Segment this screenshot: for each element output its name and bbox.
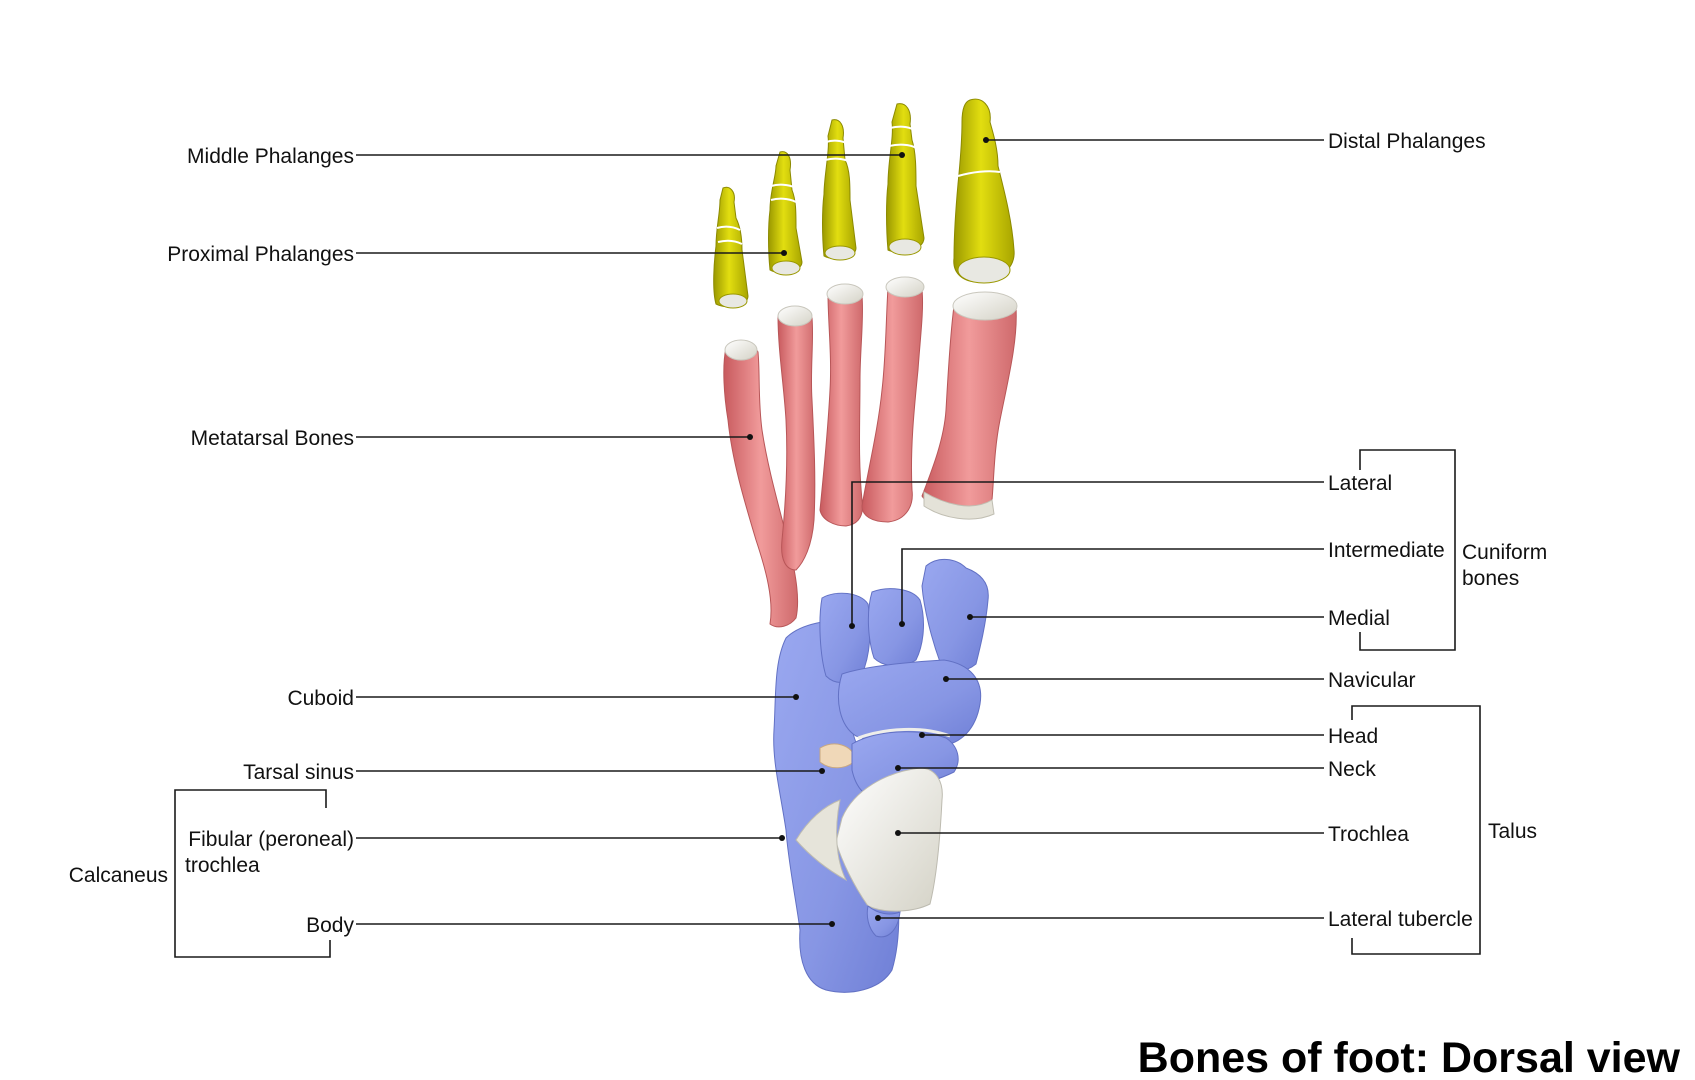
label-intermediate-cuneiform: Intermediate [1328,539,1445,562]
leader-lines [174,137,1481,958]
metatarsals-group [723,276,1018,628]
label-medial-cuneiform: Medial [1328,607,1390,630]
label-fibular-trochlea-2: trochlea [185,854,260,877]
label-calcaneus: Calcaneus [69,864,168,887]
label-lateral-tubercle: Lateral tubercle [1328,908,1473,931]
label-fibular-trochlea-1: Fibular (peroneal) [188,828,354,851]
label-cuboid: Cuboid [287,687,354,710]
label-metatarsal-bones: Metatarsal Bones [191,427,354,450]
label-cuniform-bones-2: bones [1462,567,1519,590]
label-talus: Talus [1488,820,1537,843]
label-talus-trochlea: Trochlea [1328,823,1409,846]
diagram-title: Bones of foot: Dorsal view [1138,1034,1681,1080]
labels: Middle Phalanges Proximal Phalanges Meta… [69,130,1681,1080]
label-talus-head: Head [1328,725,1378,748]
label-talus-neck: Neck [1328,758,1376,781]
label-body: Body [306,914,354,937]
label-proximal-phalanges: Proximal Phalanges [167,243,354,266]
label-navicular: Navicular [1328,669,1416,692]
label-distal-phalanges: Distal Phalanges [1328,130,1486,153]
label-cuniform-bones-1: Cuniform [1462,541,1547,564]
label-tarsal-sinus: Tarsal sinus [243,761,354,784]
phalanges-group [713,98,1015,309]
label-middle-phalanges: Middle Phalanges [187,145,354,168]
label-lateral-cuneiform: Lateral [1328,472,1392,495]
tarsals-group [773,559,989,993]
